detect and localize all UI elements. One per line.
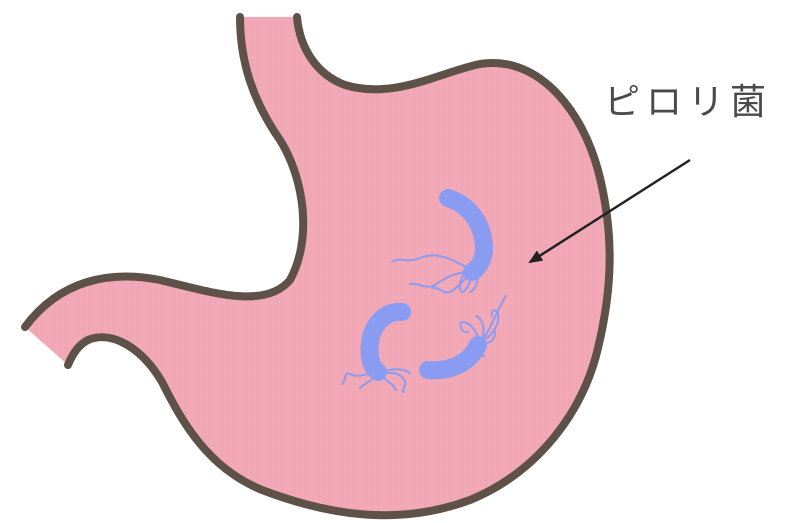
stomach-shape <box>25 17 609 514</box>
bacteria-label: ピロリ菌 <box>604 82 772 123</box>
